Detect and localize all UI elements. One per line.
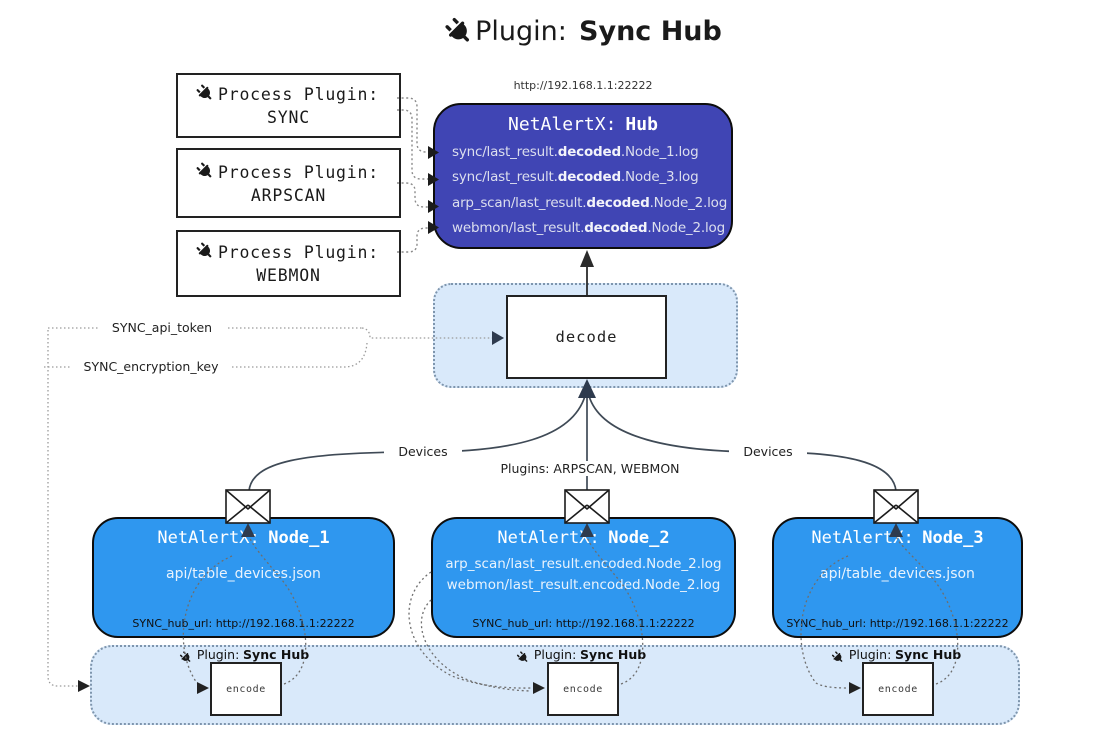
node-title: NetAlertX:Node_2 — [497, 528, 670, 548]
process-plugin-label: Process Plugin: — [217, 243, 379, 262]
node-3-box: NetAlertX:Node_3 api/table_devices.json … — [772, 517, 1023, 638]
process-plugin-box-sync: Process Plugin: SYNC — [176, 73, 401, 138]
process-plugin-name: SYNC — [267, 108, 310, 127]
hub-box: NetAlertX:Hub sync/last_result.decoded.N… — [433, 103, 733, 249]
encoder-label: Plugin:Sync Hub — [797, 647, 997, 666]
process-plugin-name: ARPSCAN — [250, 185, 327, 205]
encoder-label: Plugin:Sync Hub — [145, 647, 345, 666]
decode-box: decode — [506, 295, 667, 379]
hub-log-line: sync/last_result.decoded.Node_3.log — [452, 169, 699, 186]
process-plugin-name: WEBMON — [256, 266, 321, 285]
plug-icon — [177, 649, 196, 668]
node-title: NetAlertX:Node_3 — [811, 528, 984, 548]
process-plugin-box-webmon: Process Plugin: WEBMON — [176, 230, 401, 297]
process-plugin-box-arpscan: Process Plugin: ARPSCAN — [176, 148, 401, 218]
hub-log-line: sync/last_result.decoded.Node_1.log — [452, 143, 699, 160]
plug-icon — [193, 239, 220, 266]
encode-box: encode — [547, 662, 619, 716]
node-2-box: NetAlertX:Node_2 arp_scan/last_result.en… — [431, 517, 736, 638]
node-title: NetAlertX:Node_1 — [157, 528, 330, 548]
plug-icon — [193, 81, 220, 108]
hub-log-line: webmon/last_result.decoded.Node_2.log — [452, 220, 725, 237]
hub-url: http://192.168.1.1:22222 — [513, 79, 653, 92]
plug-icon — [514, 649, 533, 668]
node-1-box: NetAlertX:Node_1 api/table_devices.json … — [92, 517, 395, 638]
hub-title: NetAlertX:Hub — [508, 114, 658, 135]
hub-log-line: arp_scan/last_result.decoded.Node_2.log — [452, 194, 728, 211]
plug-icon — [440, 12, 483, 55]
plug-icon — [829, 649, 848, 668]
encode-box: encode — [210, 662, 282, 716]
page-title-label: Plugin: — [475, 16, 567, 47]
plug-icon — [193, 159, 220, 186]
encoder-label: Plugin:Sync Hub — [482, 647, 682, 666]
node-hub-url: SYNC_hub_url: http://192.168.1.1:22222 — [472, 617, 695, 630]
node-file: arp_scan/last_result.encoded.Node_2.log … — [445, 556, 722, 593]
process-plugin-label: Process Plugin: — [217, 85, 379, 104]
node-hub-url: SYNC_hub_url: http://192.168.1.1:22222 — [132, 617, 355, 630]
page-title-bold: Sync Hub — [579, 16, 722, 47]
page-title: Plugin: Sync Hub — [360, 16, 810, 51]
node-file: api/table_devices.json — [820, 566, 975, 582]
process-plugin-label: Process Plugin: — [217, 162, 379, 182]
node-hub-url: SYNC_hub_url: http://192.168.1.1:22222 — [786, 617, 1009, 630]
encode-box: encode — [862, 662, 934, 716]
node-file: api/table_devices.json — [166, 566, 321, 582]
